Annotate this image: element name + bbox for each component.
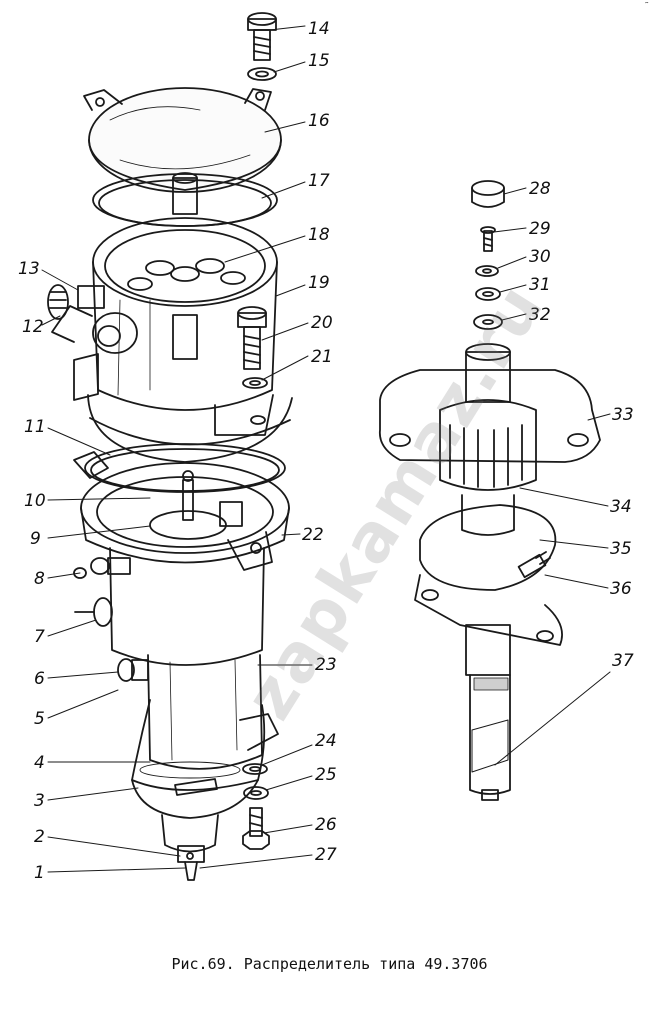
figure-caption: Рис.69. Распределитель типа 49.3706	[171, 955, 488, 973]
label-14: 14	[308, 19, 330, 39]
part-screw-29	[480, 226, 496, 252]
label-2: 2	[34, 827, 45, 847]
label-20: 20	[311, 313, 333, 333]
label-21: 21	[311, 347, 333, 367]
part-shaft-end-1-2	[161, 814, 219, 881]
label-19: 19	[308, 273, 330, 293]
label-17: 17	[308, 171, 330, 191]
part-rotor-28	[471, 180, 505, 208]
corner-mark: ˜	[644, 2, 650, 12]
label-8: 8	[34, 569, 45, 589]
part-screw-14	[247, 12, 277, 61]
part-washers-24-25	[242, 763, 269, 800]
part-washer-15	[247, 67, 277, 81]
part-bolt-26	[242, 807, 270, 850]
part-washer-21	[242, 377, 268, 389]
part-washers-30-32	[473, 265, 503, 330]
part-number-labels: 1 2 3 4 5 6 7 8 9 10 11 12 13 14 15 16 1…	[18, 19, 634, 883]
part-housing-22	[73, 451, 290, 571]
part-bolt-20	[237, 306, 267, 370]
label-7: 7	[34, 627, 45, 647]
label-4: 4	[34, 753, 45, 773]
label-36: 36	[610, 579, 632, 599]
leader-lines	[41, 25, 611, 873]
label-31: 31	[529, 275, 551, 295]
label-37: 37	[612, 651, 634, 671]
label-30: 30	[529, 247, 551, 267]
label-35: 35	[610, 539, 632, 559]
part-screws-5-8	[73, 557, 149, 682]
label-10: 10	[24, 491, 46, 511]
label-25: 25	[315, 765, 337, 785]
label-26: 26	[315, 815, 337, 835]
label-1: 1	[34, 863, 45, 883]
label-12: 12	[22, 317, 44, 337]
part-cam-34	[439, 343, 537, 536]
part-cap-19	[73, 217, 278, 436]
label-22: 22	[302, 525, 324, 545]
label-27: 27	[315, 845, 337, 865]
label-24: 24	[315, 731, 337, 751]
label-32: 32	[529, 305, 551, 325]
part-base-3-4	[131, 699, 266, 819]
label-23: 23	[315, 655, 337, 675]
label-28: 28	[529, 179, 551, 199]
label-16: 16	[308, 111, 330, 131]
part-shaft-37	[465, 624, 511, 801]
label-11: 11	[24, 417, 46, 437]
label-29: 29	[529, 219, 551, 239]
part-plate-33	[378, 369, 601, 463]
label-9: 9	[30, 529, 41, 549]
label-3: 3	[34, 791, 45, 811]
label-34: 34	[610, 497, 632, 517]
part-housing-body-23	[109, 547, 279, 770]
label-33: 33	[612, 405, 634, 425]
label-18: 18	[308, 225, 330, 245]
label-15: 15	[308, 51, 330, 71]
part-gasket-17	[92, 173, 278, 227]
label-5: 5	[34, 709, 45, 729]
part-terminal-12-13	[47, 284, 138, 354]
part-breaker-plate-35	[414, 504, 563, 646]
label-13: 13	[18, 259, 40, 279]
part-gasket-10	[84, 443, 286, 493]
label-6: 6	[34, 669, 45, 689]
part-cover-16	[83, 87, 282, 215]
